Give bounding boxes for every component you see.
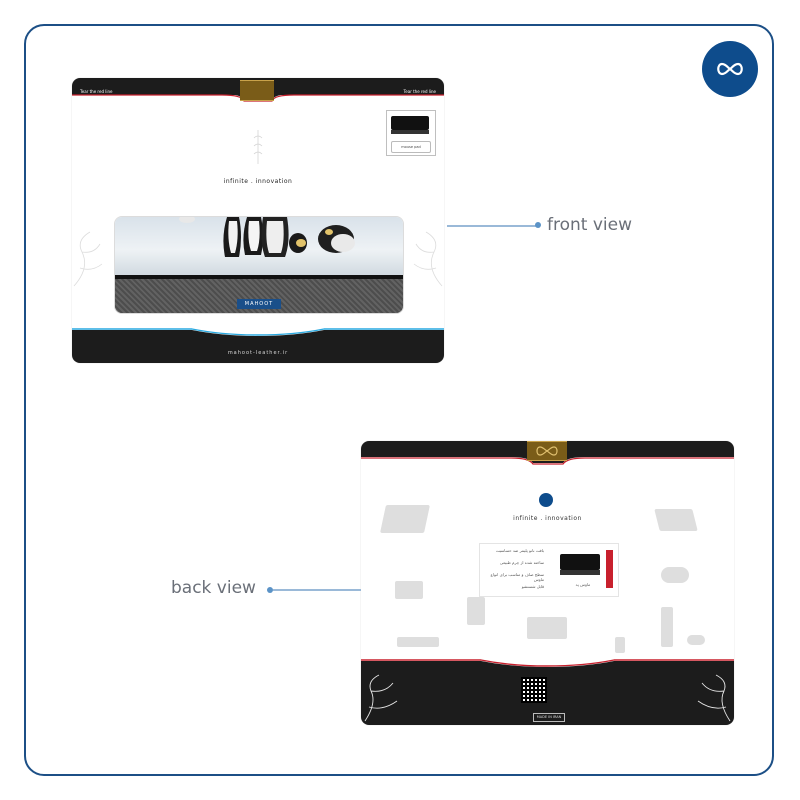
keyboard-ghost — [527, 617, 567, 639]
back-view-connector-dot — [267, 587, 273, 593]
back-view-connector-line — [273, 589, 361, 591]
brand-name: MAHOOT — [244, 301, 274, 307]
mousepad-image-base — [560, 570, 600, 575]
mousepad-thumbnail-base — [391, 130, 429, 134]
product-label: mouse pad — [401, 145, 421, 149]
vr-headset-ghost — [661, 567, 689, 583]
red-side-tag — [606, 550, 613, 588]
console-ghost-left — [397, 637, 439, 647]
laptop-ghost-left — [380, 505, 430, 533]
infinity-logo-icon — [717, 62, 743, 76]
phone-ghost — [467, 597, 485, 625]
feature-panel: بافت نانو پلیمر ضد حساسیت ساخته شده از چ… — [479, 543, 619, 597]
seal-infinity-icon — [536, 446, 558, 456]
brand-logo-badge — [702, 41, 758, 97]
made-in-badge: MADE IN IRAN — [533, 713, 565, 722]
feature-item-2: ساخته شده از چرم طبیعی — [499, 560, 544, 565]
penguins-illustration — [179, 217, 355, 257]
front-bottom-wave — [72, 328, 444, 338]
floral-decoration-left-icon — [73, 231, 103, 287]
back-view-label: back view — [171, 578, 256, 598]
floral-corner-left-icon — [364, 674, 398, 722]
tear-line-label-left: Tear the red line — [80, 89, 113, 94]
floral-corner-right-icon — [697, 674, 731, 722]
gold-seal — [240, 80, 274, 101]
black-band-divider — [115, 275, 403, 279]
brand-tag: MAHOOT — [237, 299, 281, 309]
mousepad-image — [560, 554, 600, 570]
front-tagline: infinite . innovation — [223, 178, 293, 185]
penguin-photo — [115, 217, 403, 277]
made-in-text: MADE IN IRAN — [536, 715, 562, 719]
mousepad-preview-box: mouse pad — [386, 110, 436, 156]
front-view-connector-line — [447, 225, 537, 227]
speaker-ghost — [615, 637, 625, 653]
back-gold-seal — [527, 441, 567, 461]
feature-item-1: بافت نانو پلیمر ضد حساسیت — [495, 548, 544, 553]
console-tower-ghost — [661, 607, 673, 647]
qr-code — [521, 677, 547, 703]
laptop-ghost-right — [654, 509, 698, 531]
floral-decoration-right-icon — [413, 231, 443, 287]
front-view-connector-dot — [535, 222, 541, 228]
back-view-packaging: infinite . innovation بافت نانو پلیمر ضد… — [361, 441, 734, 725]
back-logo-badge — [539, 493, 553, 507]
tablet-ghost — [395, 581, 423, 599]
product-name: ماوس پد — [575, 582, 591, 587]
front-view-packaging: Tear the red line Tear the red line mous… — [72, 78, 444, 363]
back-bottom-wave — [361, 659, 734, 671]
mousepad-thumbnail — [391, 116, 429, 130]
ornament-icon — [253, 130, 263, 164]
feature-item-3: سطح صاف و مناسب برای انواع ماوس — [490, 572, 544, 582]
back-tagline: infinite . innovation — [513, 515, 582, 522]
website-url: mahoot-leather.ir — [227, 350, 289, 356]
tear-line-label-right: Tear the red line — [403, 89, 436, 94]
feature-item-4: قابل شستشو — [521, 584, 544, 589]
product-window: MAHOOT — [114, 216, 404, 314]
back-bottom-band — [361, 669, 734, 725]
product-label-box: mouse pad — [391, 141, 431, 153]
front-bottom-band — [72, 337, 444, 363]
controller-ghost — [687, 635, 705, 645]
front-view-label: front view — [547, 215, 632, 235]
